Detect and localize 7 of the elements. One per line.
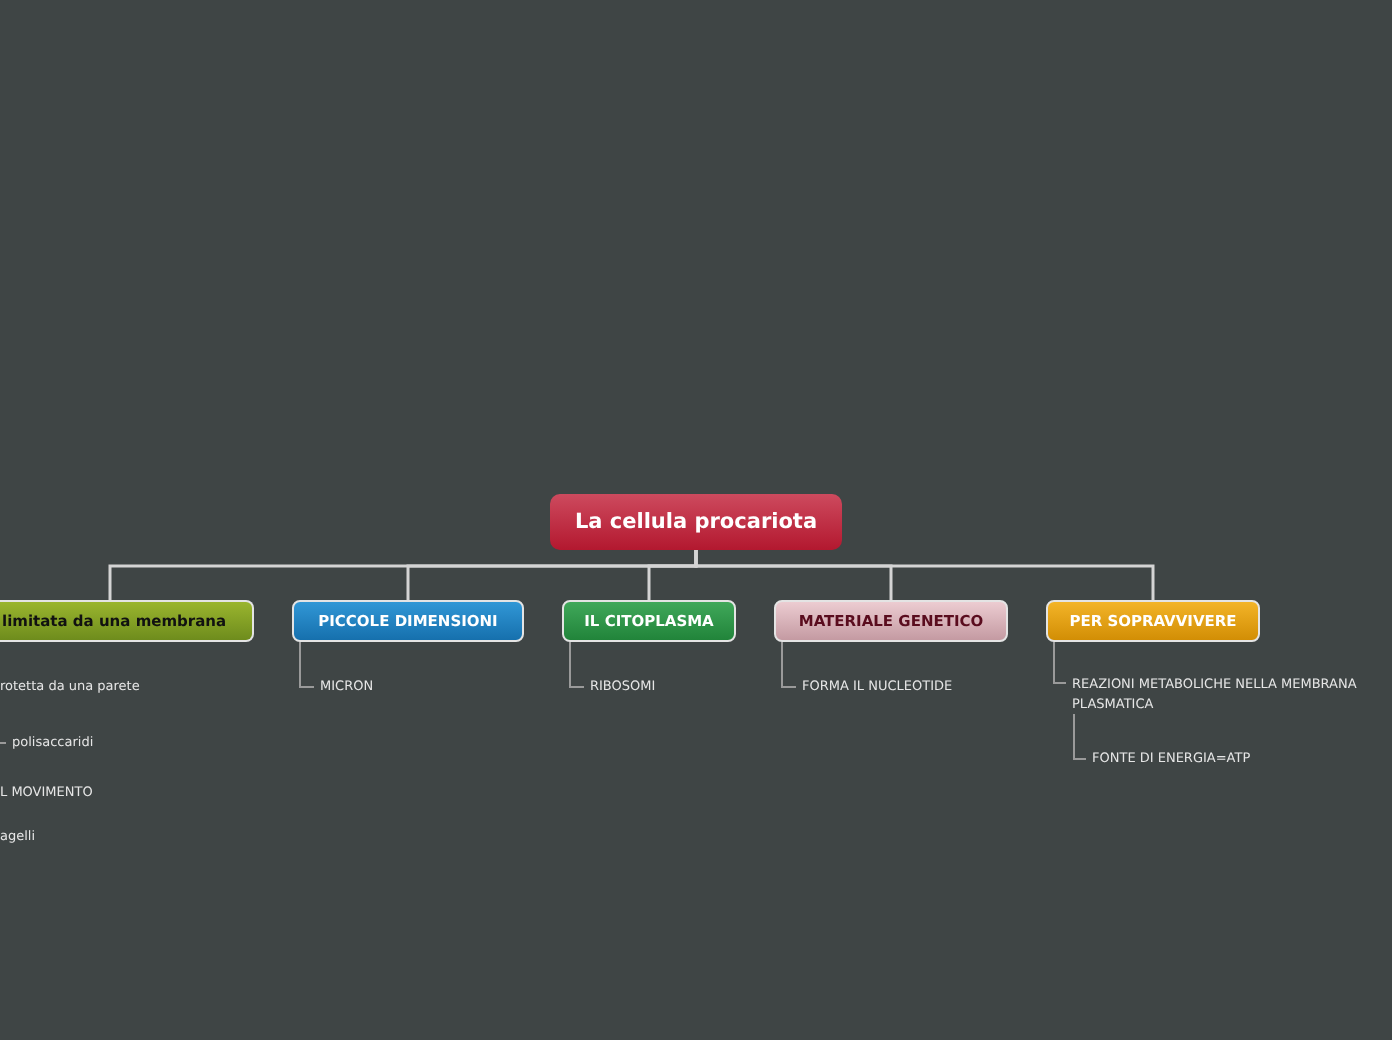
- branch-line: [299, 641, 315, 688]
- branch-line: [1073, 713, 1087, 760]
- central-topic-box: La cellula procariota: [550, 494, 842, 550]
- branch-line: [1053, 641, 1067, 684]
- branch-line: [781, 641, 797, 688]
- branch-line: [569, 641, 585, 688]
- connector-line: [694, 550, 1155, 600]
